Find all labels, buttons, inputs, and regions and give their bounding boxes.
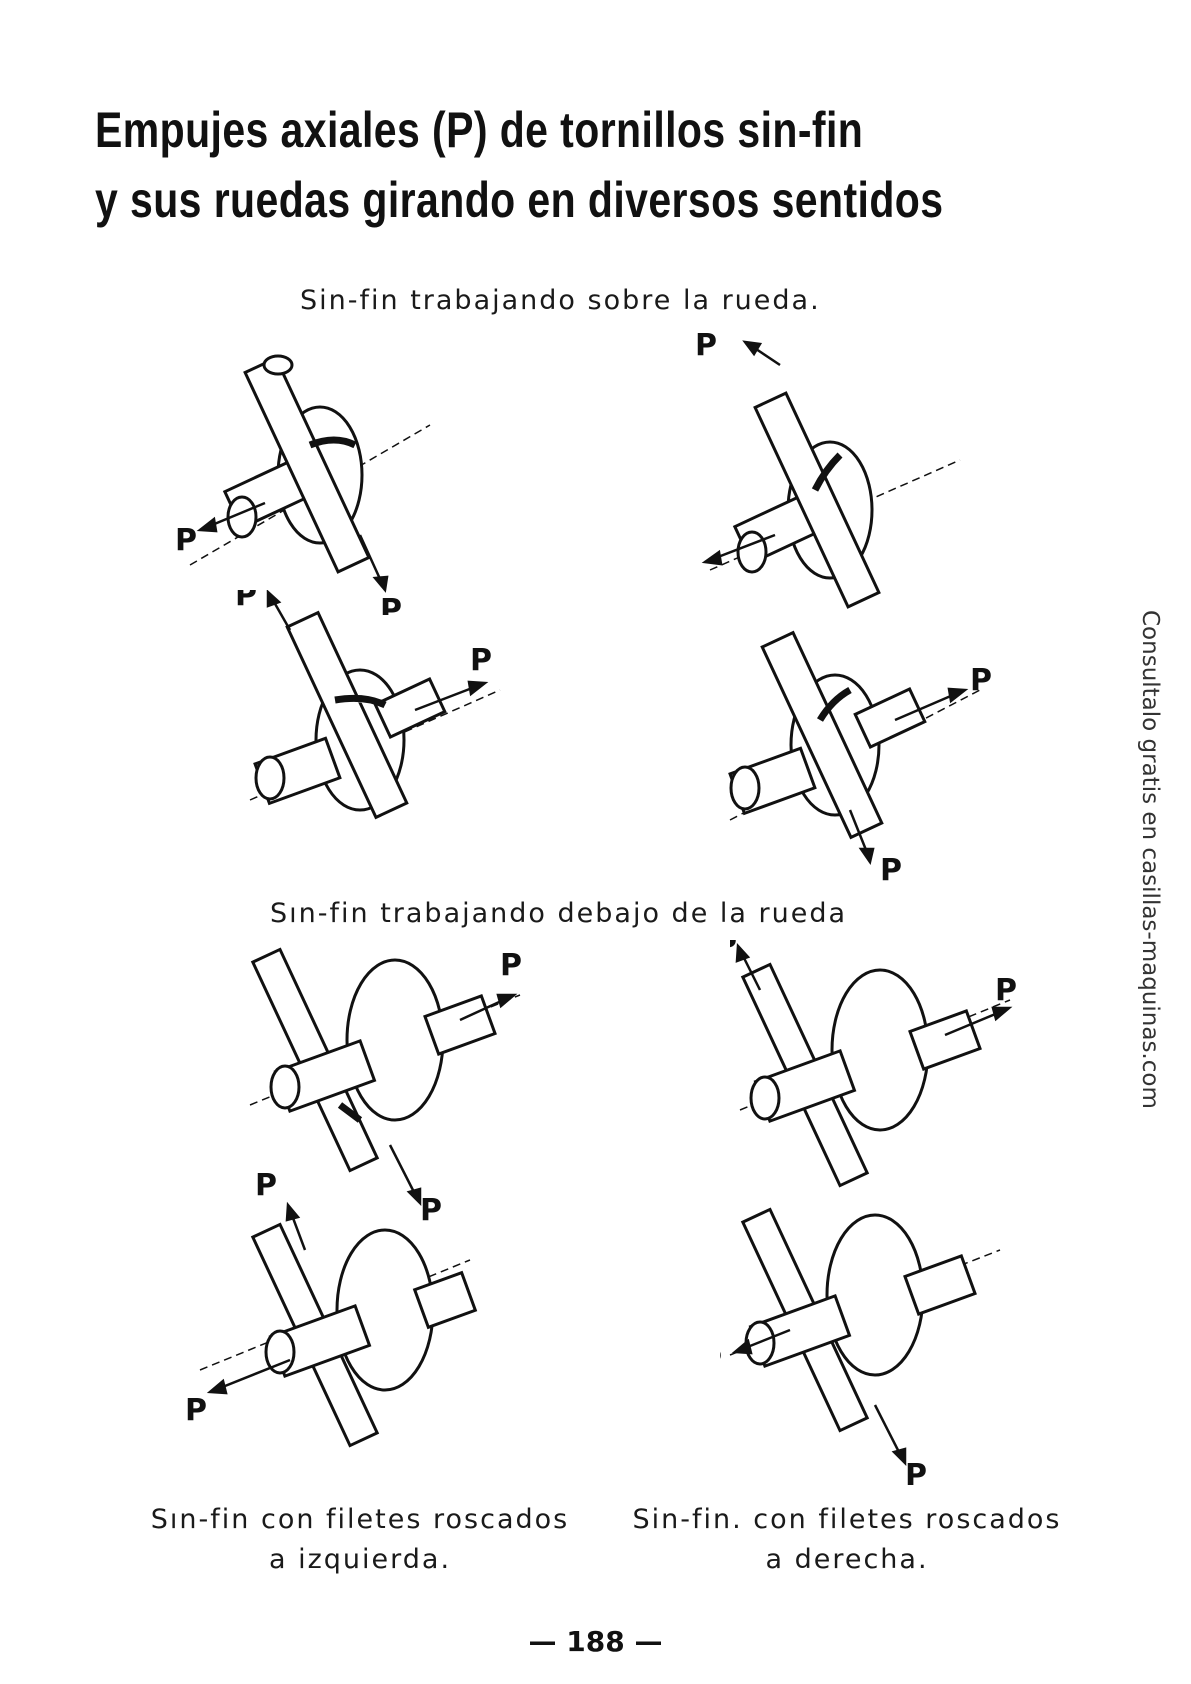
force-label: P <box>235 590 257 613</box>
worm-gear-illustration: P P <box>249 947 522 1228</box>
worm-gear-illustration: P P <box>235 590 501 820</box>
force-label: P <box>185 1393 207 1428</box>
worm-gear-illustration: P P <box>695 330 961 609</box>
side-watermark-note: Consultalo gratis en casillas-maquinas.c… <box>1137 610 1163 1109</box>
diagram-worm-below-left-1: P P <box>240 945 540 1235</box>
diagram-worm-above-left-2: P P <box>230 590 530 850</box>
diagram-worm-above-right-2: P P <box>710 630 1010 890</box>
force-label: P <box>695 330 717 363</box>
force-label: P <box>255 1170 277 1203</box>
force-label: P <box>720 1343 722 1378</box>
diagram-worm-above-left-1: P P <box>170 345 470 615</box>
page-title: Empujes axiales (P) de tornillos sin-fin… <box>95 95 943 235</box>
force-label: P <box>880 853 902 888</box>
caption-left-line-2: a izquierda. <box>268 1544 452 1575</box>
caption-right-line-2: a derecha. <box>765 1544 929 1575</box>
worm-gear-illustration: P P <box>728 630 992 888</box>
force-label: P <box>420 1193 442 1228</box>
caption-right-line-1: Sin-fin. con filetes roscados <box>632 1504 1062 1535</box>
title-line-1: Empujes axiales (P) de tornillos sin-fin <box>95 102 864 158</box>
diagram-worm-below-left-2: P P <box>180 1170 480 1470</box>
caption-worm-above-wheel: Sin-fin trabajando sobre la rueda. <box>300 285 821 316</box>
caption-worm-below-wheel: Sın-fin trabajando debajo de la rueda <box>270 898 848 929</box>
force-label: P <box>380 593 402 615</box>
caption-left-thread: Sın-fin con filetes roscados a izquierda… <box>140 1500 580 1580</box>
force-label: P <box>175 523 197 558</box>
force-label: P <box>500 948 522 983</box>
diagram-worm-below-right-1: P P <box>730 940 1030 1220</box>
force-label: P <box>970 663 992 698</box>
force-label: P <box>470 643 492 678</box>
worm-gear-illustration: P P <box>730 940 1017 1188</box>
caption-left-line-1: Sın-fin con filetes roscados <box>150 1504 570 1535</box>
worm-gear-illustration: P P <box>175 354 431 615</box>
title-line-2: y sus ruedas girando en diversos sentido… <box>95 172 944 228</box>
worm-gear-illustration: P P <box>185 1170 478 1448</box>
diagram-worm-below-right-2: P P <box>720 1195 1020 1485</box>
force-label: P <box>730 940 737 963</box>
caption-right-thread: Sin-fin. con filetes roscados a derecha. <box>627 1500 1067 1580</box>
worm-gear-illustration: P P <box>720 1207 1001 1485</box>
force-label: P <box>995 973 1017 1008</box>
force-label: P <box>905 1458 927 1485</box>
diagram-worm-above-right-1: P P <box>680 330 980 630</box>
page-number: — 188 — <box>528 1625 663 1658</box>
